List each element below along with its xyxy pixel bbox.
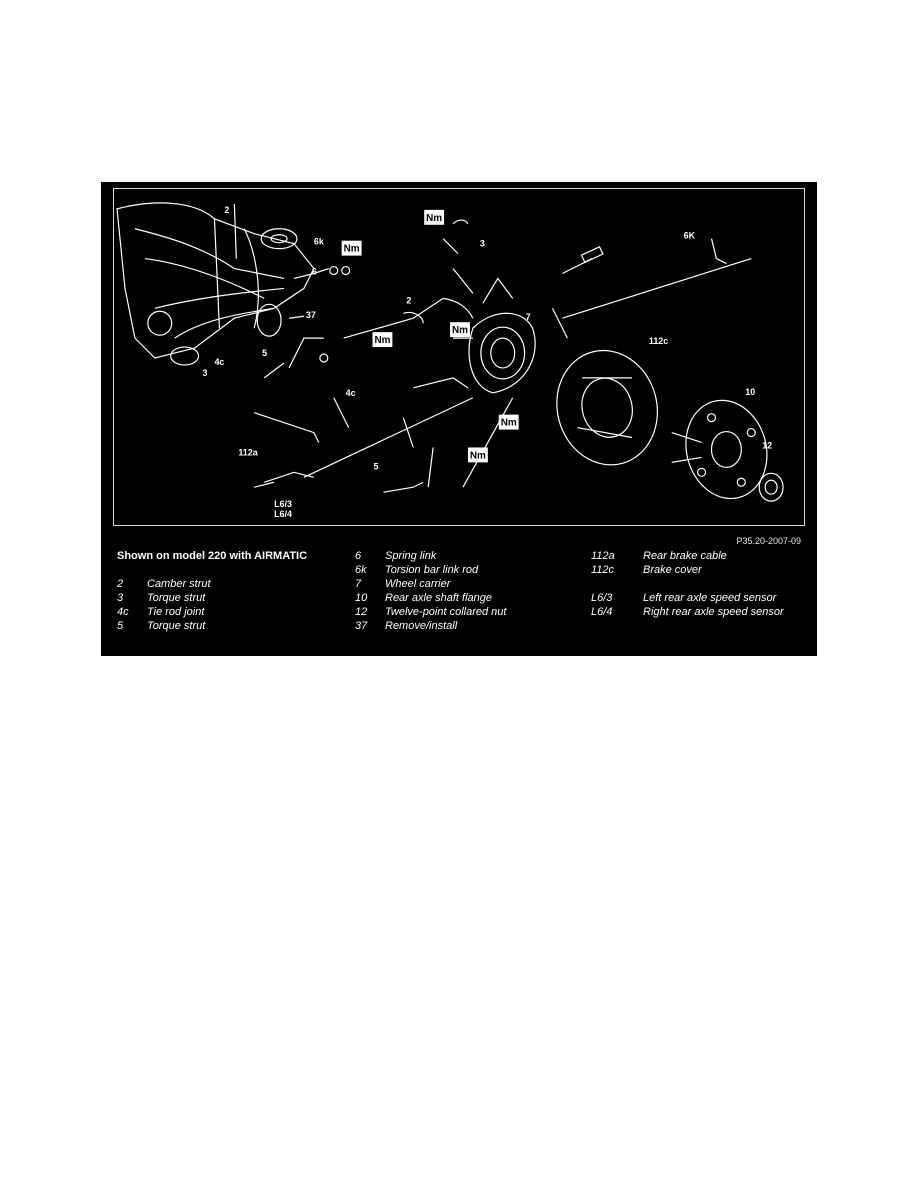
callout-4c: 4c <box>346 388 356 398</box>
exploded-diagram-figure: Nm Nm Nm Nm Nm Nm 2 <box>101 182 817 656</box>
callout-3: 3 <box>203 368 208 378</box>
torque-spec-box: Nm <box>424 209 445 225</box>
rear-axle-exploded-view: Nm Nm Nm Nm Nm Nm 2 <box>116 202 784 519</box>
callout-5-lower: 5 <box>374 461 379 471</box>
svg-text:Nm: Nm <box>374 335 390 346</box>
callout-7: 7 <box>526 312 531 322</box>
svg-text:Nm: Nm <box>470 450 486 461</box>
callout-37: 37 <box>306 310 316 320</box>
svg-text:Nm: Nm <box>501 418 517 429</box>
callout-4c-small: 4c <box>214 357 224 367</box>
axle-assembly-drawing <box>116 202 784 502</box>
callout-6k: 6k <box>314 237 324 247</box>
svg-text:Nm: Nm <box>344 244 360 255</box>
legend-heading: Shown on model 220 with AIRMATIC <box>117 550 308 562</box>
callout-2: 2 <box>224 205 229 215</box>
figure-reference: P35.20-2007-09 <box>736 536 801 546</box>
torque-spec-box: Nm <box>467 447 488 463</box>
callout-12: 12 <box>762 440 772 450</box>
torque-spec-box: Nm <box>341 240 362 256</box>
torque-spec-box: Nm <box>498 414 519 430</box>
callout-l63: L6/3 <box>274 499 292 509</box>
callout-112a: 112a <box>238 447 258 457</box>
svg-text:Nm: Nm <box>452 325 468 336</box>
svg-text:Nm: Nm <box>426 213 442 224</box>
diagram-frame: Nm Nm Nm Nm Nm Nm 2 <box>113 188 805 526</box>
torque-spec-box: Nm <box>450 322 470 338</box>
callout-3-right: 3 <box>480 239 485 249</box>
callout-l64: L6/4 <box>274 509 292 519</box>
torque-spec-box: Nm <box>372 332 393 348</box>
callout-10: 10 <box>745 387 755 397</box>
callout-5: 5 <box>262 348 267 358</box>
callout-6: 6 <box>312 266 317 276</box>
callout-6k-right: 6K <box>684 231 696 241</box>
callout-2-right: 2 <box>406 295 411 305</box>
callout-112c: 112c <box>649 336 668 346</box>
